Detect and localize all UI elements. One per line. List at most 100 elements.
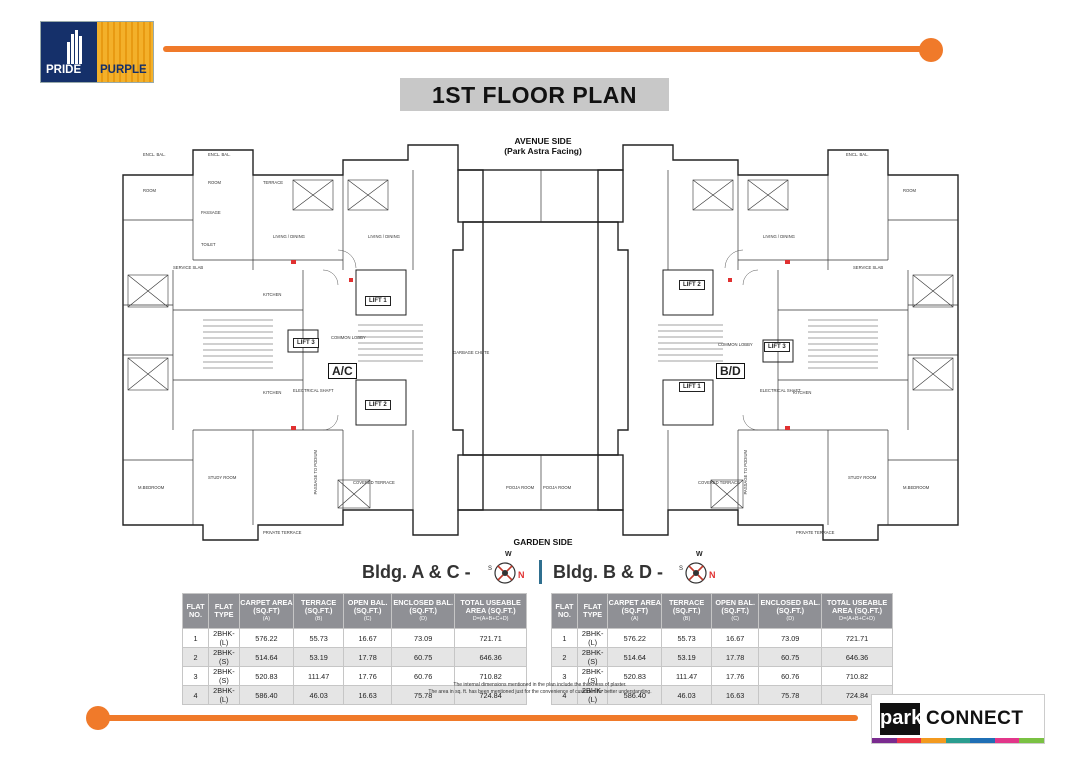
logo-strip-segment — [872, 738, 897, 743]
table-cell: 53.19 — [293, 647, 345, 667]
lift-2-right: LIFT 2 — [679, 280, 705, 290]
room-label-electrical-shaft-2: ELECTRICAL SHAFT — [760, 388, 801, 393]
table-cell: 646.36 — [821, 647, 893, 667]
column-header-label: ENCLOSED BAL.(SQ.FT.) — [760, 598, 821, 615]
room-label-pooja-room: POOJA ROOM — [506, 485, 535, 490]
room-label-living-dining-3: LIVING / DINING — [763, 234, 795, 239]
table-cell: 46.03 — [661, 685, 712, 705]
table-cell: 75.78 — [391, 685, 456, 705]
room-label-terrace: TERRACE — [263, 180, 284, 185]
logo-word-purple: PURPLE — [100, 64, 147, 76]
column-header: OPEN BAL. (SQ.FT.)(C) — [343, 593, 393, 629]
column-header: FLAT NO. — [551, 593, 578, 629]
logo-strip-segment — [945, 738, 971, 743]
column-header-label: TERRACE (SQ.FT.) — [301, 598, 337, 615]
table-cell: 2BHK-(S) — [576, 647, 609, 667]
table-cell: 586.40 — [607, 685, 663, 705]
avenue-side-sub: (Park Astra Facing) — [504, 146, 582, 156]
table-cell: 2BHK-(S) — [208, 647, 240, 667]
passage-to-podium-right: PASSAGE TO PODIUM — [743, 450, 748, 495]
column-header-sub: (C) — [363, 616, 372, 622]
compass-s-right: S — [679, 566, 684, 572]
table-cell: 60.75 — [758, 647, 823, 667]
avenue-side-label: AVENUE SIDE (Park Astra Facing) — [493, 136, 593, 156]
column-header-label: TERRACE (SQ.FT.) — [668, 598, 705, 615]
column-header: TOTAL USEABLE AREA (SQ.FT.)D=(A+B+C+D) — [821, 593, 893, 629]
room-label-toilet: TOILET — [201, 242, 216, 247]
lift-1-right: LIFT 1 — [679, 382, 705, 392]
table-cell: 710.82 — [821, 666, 893, 686]
table-cell: 2BHK-(L) — [208, 628, 240, 648]
table-cell: 2 — [551, 647, 578, 667]
logo-word-connect: CONNECT — [926, 708, 1024, 729]
column-header-label: CARPET AREA (SQ.FT) — [240, 598, 293, 615]
table-cell: 73.09 — [391, 628, 456, 648]
table-cell: 53.19 — [661, 647, 712, 667]
table-cell: 586.40 — [238, 685, 295, 705]
table-cell: 4 — [181, 685, 210, 705]
table-cell: 2BHK-(L) — [208, 685, 240, 705]
floor-plan: AVENUE SIDE (Park Astra Facing) GARDEN S… — [113, 130, 968, 560]
compass-s-left: S — [488, 566, 493, 572]
room-label-master-bedroom-2: M.BEDROOM — [903, 485, 930, 490]
top-accent-dot — [919, 38, 943, 62]
column-header-label: ENCLOSED BAL.(SQ.FT.) — [393, 598, 453, 615]
room-label-covered-terrace: COVERED TERRACE — [353, 480, 395, 485]
room-label-room-1: ROOM — [143, 188, 157, 193]
table-cell: 73.09 — [758, 628, 823, 648]
room-label-room-3: ROOM — [903, 188, 917, 193]
logo-word-park: park — [880, 703, 922, 735]
room-label-room-2: ROOM — [208, 180, 222, 185]
floor-plan-drawing — [122, 144, 959, 541]
column-header-sub: (A) — [631, 616, 639, 622]
column-header-sub: (D) — [786, 616, 795, 622]
room-label-encl-bal: ENCL. BAL. — [143, 152, 166, 157]
plan-note-2: The area in sq. ft. has been mentioned j… — [428, 689, 652, 695]
column-header: CARPET AREA (SQ.FT)(A) — [607, 593, 663, 629]
table-cell: 17.78 — [710, 647, 760, 667]
column-header: OPEN BAL. (SQ.FT.)(C) — [710, 593, 760, 629]
compass-w-right: W — [696, 551, 703, 558]
lift-3-left: LIFT 3 — [293, 338, 319, 348]
table-cell: 60.75 — [391, 647, 456, 667]
bottom-accent-line — [98, 715, 858, 721]
table-cell: 1 — [551, 628, 578, 648]
page-title: 1ST FLOOR PLAN — [400, 78, 669, 111]
logo-color-strip — [872, 738, 1045, 743]
compass-n-right: N — [709, 570, 716, 580]
table-cell: 2BHK-(L) — [576, 628, 609, 648]
column-header-label: FLAT TYPE — [583, 602, 603, 619]
column-header-label: OPEN BAL. (SQ.FT.) — [715, 598, 756, 615]
lift-2-left: LIFT 2 — [365, 400, 391, 410]
column-header: FLAT NO. — [181, 593, 210, 629]
pride-purple-logo: PRIDE PURPLE — [40, 21, 154, 83]
logo-strip-segment — [921, 738, 946, 743]
room-label-kitchen-2: KITCHEN — [263, 390, 282, 395]
logo-strip-segment — [896, 738, 922, 743]
room-label-covered-terrace-2: COVERED TERRACE — [698, 480, 740, 485]
avenue-side-text: AVENUE SIDE — [514, 136, 572, 146]
table-cell: 721.71 — [821, 628, 893, 648]
column-header-sub: (B) — [315, 616, 323, 622]
table-cell: 2 — [181, 647, 210, 667]
lift-3-right: LIFT 3 — [764, 342, 790, 352]
room-label-living-dining-2: LIVING / DINING — [368, 234, 400, 239]
logo-word-pride: PRIDE — [46, 64, 82, 76]
table-cell: 75.78 — [758, 685, 823, 705]
table-cell: 16.63 — [710, 685, 760, 705]
column-header-label: FLAT TYPE — [214, 602, 234, 619]
table-cell: 514.64 — [607, 647, 663, 667]
room-label-kitchen: KITCHEN — [263, 292, 282, 297]
room-label-study-room: STUDY ROOM — [208, 475, 237, 480]
room-label-kitchen-3: KITCHEN — [793, 390, 812, 395]
table-cell: 646.36 — [454, 647, 527, 667]
column-header-sub: (B) — [682, 616, 691, 622]
table-cell: 17.78 — [343, 647, 393, 667]
table-cell: 721.71 — [454, 628, 527, 648]
table-cell: 576.22 — [238, 628, 295, 648]
